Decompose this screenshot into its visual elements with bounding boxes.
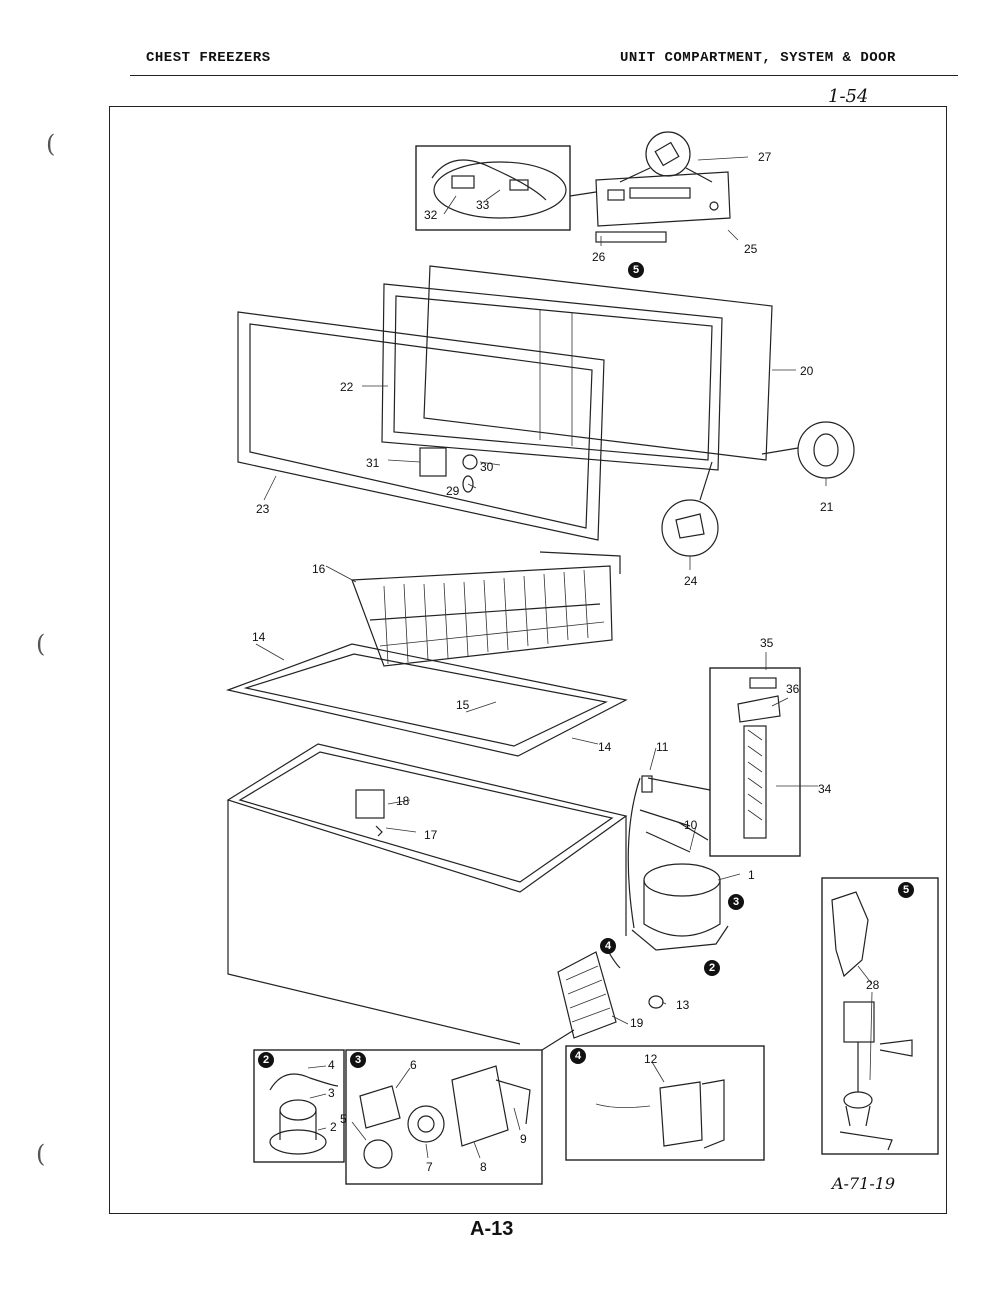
callout-number: 26 xyxy=(592,250,606,264)
callout-number: 29 xyxy=(446,484,460,498)
callout-number: 6 xyxy=(410,1058,417,1072)
callout-number: 21 xyxy=(820,500,834,514)
control-panel-part xyxy=(595,131,731,243)
callout-number: 25 xyxy=(744,242,758,256)
callout-number: 14 xyxy=(252,630,266,644)
callout-number: 15 xyxy=(456,698,470,712)
callout-number: 3 xyxy=(328,1086,335,1100)
callout-number: 31 xyxy=(366,456,380,470)
page-subtitle: UNIT COMPARTMENT, SYSTEM & DOOR xyxy=(620,50,896,66)
basket xyxy=(351,551,621,667)
lamp-inset xyxy=(415,145,571,231)
detail-inset-3 xyxy=(345,1029,575,1185)
callout-number: 4 xyxy=(328,1058,335,1072)
callout-number: 36 xyxy=(786,682,800,696)
gasket xyxy=(225,643,628,757)
detail-badge: 2 xyxy=(704,960,720,976)
lid-assembly xyxy=(237,265,855,557)
detail-badge: 4 xyxy=(600,938,616,954)
compressor xyxy=(631,863,729,951)
handwritten-note-top: 1-54 xyxy=(828,86,869,107)
callout-number: 10 xyxy=(684,818,698,832)
detail-inset-2 xyxy=(253,1049,345,1163)
callout-number: 11 xyxy=(656,740,669,754)
callout-number: 18 xyxy=(396,794,410,808)
diagram-frame xyxy=(109,106,947,1214)
detail-inset-4 xyxy=(565,1045,765,1161)
leader-lines xyxy=(255,156,873,1159)
callout-number: 2 xyxy=(330,1120,337,1134)
header-rule xyxy=(130,75,958,76)
detail-badge: 5 xyxy=(628,262,644,278)
callout-number: 16 xyxy=(312,562,326,576)
callout-number: 20 xyxy=(800,364,814,378)
callout-number: 12 xyxy=(644,1052,658,1066)
detail-badge: 3 xyxy=(350,1052,366,1068)
thermostat-inset xyxy=(647,667,801,857)
callout-number: 32 xyxy=(424,208,438,222)
callout-number: 7 xyxy=(426,1160,433,1174)
callout-number: 19 xyxy=(630,1016,644,1030)
callout-number: 24 xyxy=(684,574,698,588)
handwritten-note-bottom: A-71-19 xyxy=(832,1174,896,1193)
section-title: CHEST FREEZERS xyxy=(146,50,271,66)
callout-number: 34 xyxy=(818,782,832,796)
detail-badge: 4 xyxy=(570,1048,586,1064)
callout-number: 35 xyxy=(760,636,774,650)
callout-number: 9 xyxy=(520,1132,527,1146)
leader-line xyxy=(569,191,597,197)
detail-badge: 2 xyxy=(258,1052,274,1068)
detail-inset-5 xyxy=(821,877,939,1155)
margin-mark: ( xyxy=(46,130,56,158)
detail-badge: 5 xyxy=(898,882,914,898)
margin-mark: ( xyxy=(36,630,46,658)
detail-badge: 3 xyxy=(728,894,744,910)
callout-number: 27 xyxy=(758,150,772,164)
callout-number: 17 xyxy=(424,828,438,842)
callout-number: 30 xyxy=(480,460,494,474)
cabinet xyxy=(226,743,691,1045)
callout-number: 28 xyxy=(866,978,880,992)
callout-number: 14 xyxy=(598,740,612,754)
callout-number: 5 xyxy=(340,1112,347,1126)
callout-number: 22 xyxy=(340,380,354,394)
callout-number: 8 xyxy=(480,1160,487,1174)
callout-number: 23 xyxy=(256,502,270,516)
page-number: A-13 xyxy=(470,1218,514,1240)
margin-mark: ( xyxy=(36,1140,46,1168)
callout-number: 1 xyxy=(748,868,755,882)
callout-number: 13 xyxy=(676,998,690,1012)
callout-number: 33 xyxy=(476,198,490,212)
